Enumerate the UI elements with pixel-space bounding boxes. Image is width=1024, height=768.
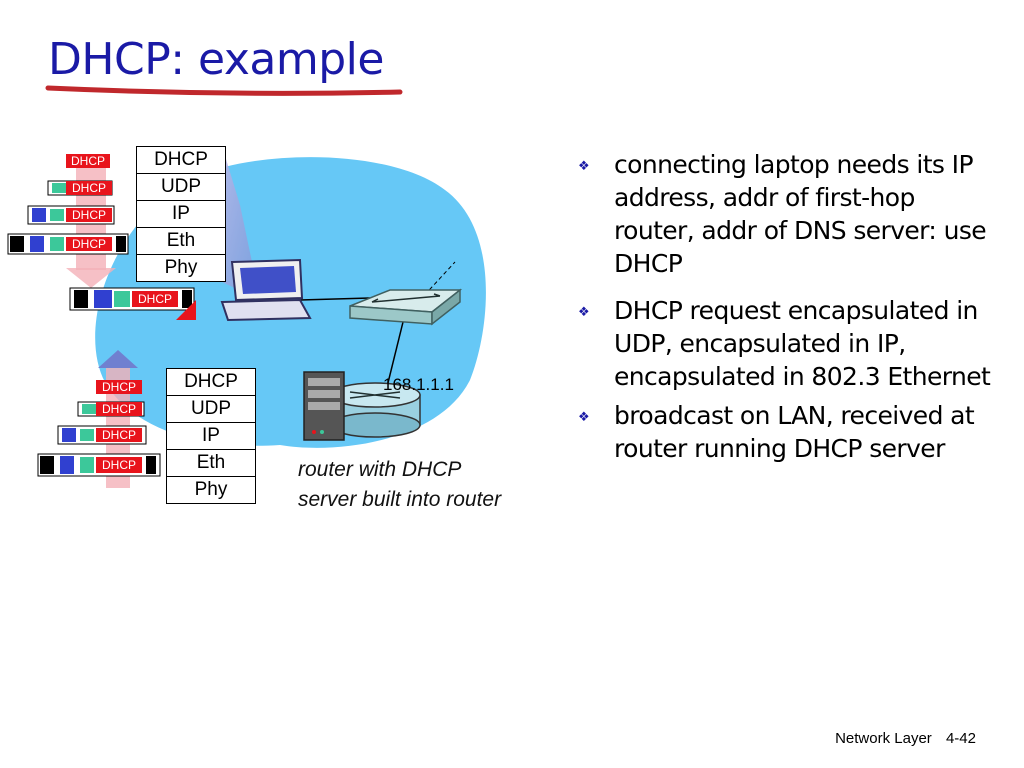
stack-layer: DHCP: [137, 147, 225, 174]
stack-layer: Phy: [194, 479, 228, 500]
bullet-list: ❖ connecting laptop needs its IP address…: [578, 148, 998, 479]
router-caption: router with DHCP server built into route…: [298, 458, 502, 511]
stack-layer: Eth: [167, 450, 255, 477]
footer-section: Network Layer: [835, 730, 932, 747]
packet-label: DHCP: [72, 181, 106, 195]
bullet-item: ❖ broadcast on LAN, received at router r…: [578, 399, 998, 465]
diamond-bullet-icon: ❖: [578, 410, 590, 425]
slide-footer: Network Layer 4-42: [825, 730, 976, 747]
bottom-protocol-stack: DHCP UDP IP Eth Phy: [166, 368, 256, 504]
top-protocol-stack: DHCP UDP IP Eth Phy: [136, 146, 226, 282]
packet-label: DHCP: [72, 208, 106, 222]
packet-label: DHCP: [102, 428, 136, 442]
diamond-bullet-icon: ❖: [578, 305, 590, 320]
stack-layer: DHCP: [167, 369, 255, 396]
diamond-bullet-icon: ❖: [578, 159, 590, 174]
packet-label: DHCP: [102, 402, 136, 416]
packet-label: DHCP: [102, 380, 136, 394]
stack-layer: Eth: [137, 228, 225, 255]
router-ip-label: 168.1.1.1: [383, 375, 454, 394]
title-underline: [45, 85, 403, 96]
bottom-packets: [37, 380, 161, 477]
bullet-item: ❖ DHCP request encapsulated in UDP, enca…: [578, 294, 998, 393]
stack-layer: UDP: [137, 174, 225, 201]
stack-layer: IP: [167, 423, 255, 450]
bullet-item: ❖ connecting laptop needs its IP address…: [578, 148, 998, 280]
packet-label: DHCP: [71, 154, 105, 168]
bullet-text: DHCP request encapsulated in UDP, encaps…: [614, 296, 991, 391]
packet-label: DHCP: [102, 458, 136, 472]
packet-label: DHCP: [72, 237, 106, 251]
router-icon: [329, 382, 421, 438]
laptop-icon: [220, 258, 312, 322]
stack-layer: UDP: [167, 396, 255, 423]
slide-title: DHCP: example: [48, 34, 384, 85]
bullet-text: broadcast on LAN, received at router run…: [614, 401, 975, 463]
bullet-text: connecting laptop needs its IP address, …: [614, 150, 987, 278]
server-icon: [303, 371, 345, 441]
packet-label: DHCP: [138, 292, 172, 306]
stack-layer: Phy: [164, 257, 198, 278]
switch-icon: [349, 288, 463, 326]
top-packets: [7, 154, 196, 320]
page-number: 4-42: [945, 730, 976, 747]
stack-layer: IP: [137, 201, 225, 228]
